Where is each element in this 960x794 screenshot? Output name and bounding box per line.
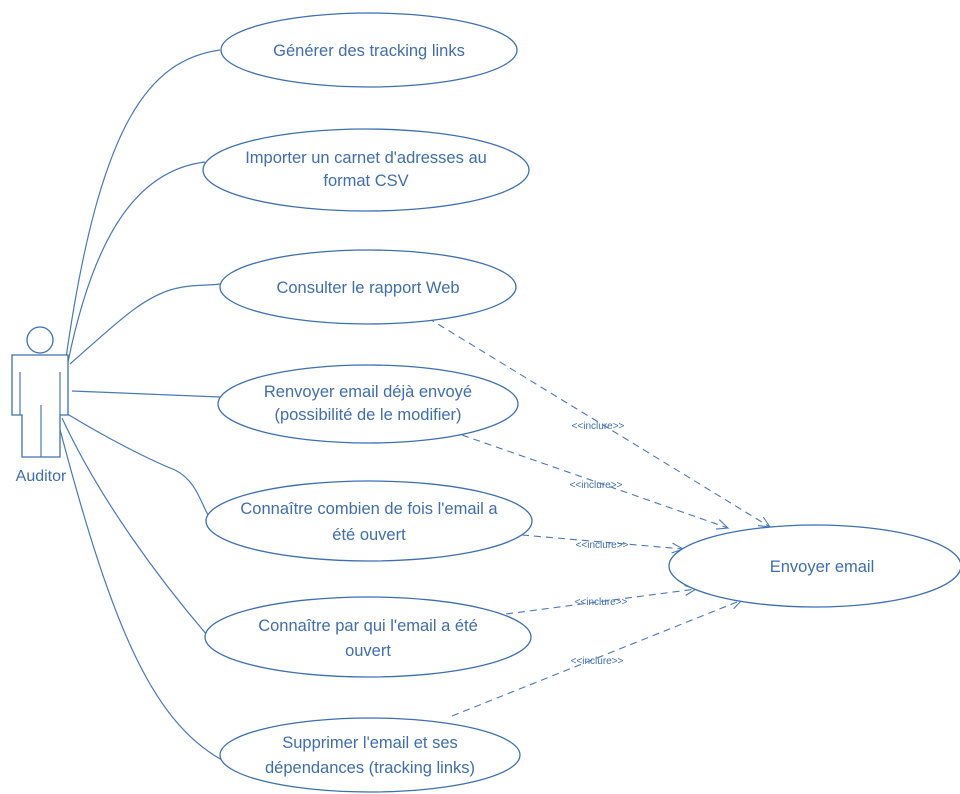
use-case-label: format CSV <box>323 172 408 190</box>
use-case-uc1[interactable]: Générer des tracking links <box>220 12 518 88</box>
include-label: <<inclure>> <box>570 480 623 491</box>
include-uc6 <box>505 584 698 615</box>
actor-name: Auditor <box>16 468 67 485</box>
use-case-label: Renvoyer email déjà envoyé <box>264 383 472 401</box>
use-case-label: ouvert <box>345 642 391 660</box>
actor-auditor[interactable]: Auditor <box>11 326 69 485</box>
use-case-uc3[interactable]: Consulter le rapport Web <box>219 249 517 325</box>
actor-head <box>26 326 54 354</box>
association-lines <box>57 49 223 761</box>
include-uc3 <box>427 317 772 528</box>
association-uc5 <box>63 411 209 516</box>
use-case-ellipse <box>219 249 517 325</box>
use-case-ellipse <box>219 717 521 793</box>
use-case-label: Connaître par qui l'email a été <box>258 617 478 635</box>
association-uc7 <box>57 421 223 761</box>
association-uc3 <box>69 283 221 365</box>
include-relations <box>427 317 772 717</box>
use-case-uc2[interactable]: Importer un carnet d'adresses au format … <box>202 128 530 212</box>
association-uc2 <box>67 161 206 363</box>
use-case-label: Importer un carnet d'adresses au <box>245 149 487 167</box>
use-case-ellipse <box>202 128 530 212</box>
use-case-ellipse <box>204 596 532 678</box>
use-case-label: Connaître combien de fois l'email a <box>240 500 498 518</box>
use-case-ellipse <box>668 524 960 608</box>
use-case-ellipse <box>217 364 519 444</box>
association-uc1 <box>65 49 221 359</box>
include-uc4 <box>461 434 730 530</box>
use-case-label: Envoyer email <box>770 558 875 576</box>
use-case-ellipse <box>205 480 533 562</box>
use-case-label: dépendances (tracking links) <box>265 759 475 777</box>
use-case-uc7[interactable]: Supprimer l'email et ses dépendances (tr… <box>219 717 521 793</box>
use-case-label: Consulter le rapport Web <box>276 279 459 297</box>
include-label: <<inclure>> <box>572 421 625 432</box>
association-uc6 <box>61 417 208 636</box>
use-case-label: Supprimer l'email et ses <box>282 734 458 752</box>
actor-body <box>11 354 69 458</box>
use-case-uc6[interactable]: Connaître par qui l'email a été ouvert <box>204 596 532 678</box>
association-uc4 <box>71 390 221 398</box>
include-uc5 <box>521 534 685 554</box>
include-label: <<inclure>> <box>575 597 628 608</box>
use-case-uc5[interactable]: Connaître combien de fois l'email a été … <box>205 480 533 562</box>
include-label: <<inclure>> <box>576 540 629 551</box>
include-label: <<inclure>> <box>571 656 624 667</box>
use-case-label: (possibilité de le modifier) <box>274 406 461 424</box>
use-case-label: Générer des tracking links <box>273 42 465 60</box>
use-case-uc4[interactable]: Renvoyer email déjà envoyé (possibilité … <box>217 364 519 444</box>
include-uc7 <box>451 598 744 717</box>
use-case-ellipse <box>220 12 518 88</box>
use-case-label: été ouvert <box>332 526 406 544</box>
use-case-send-email[interactable]: Envoyer email <box>668 524 960 608</box>
include-labels: <<inclure>> <<inclure>> <<inclure>> <<in… <box>570 421 629 667</box>
